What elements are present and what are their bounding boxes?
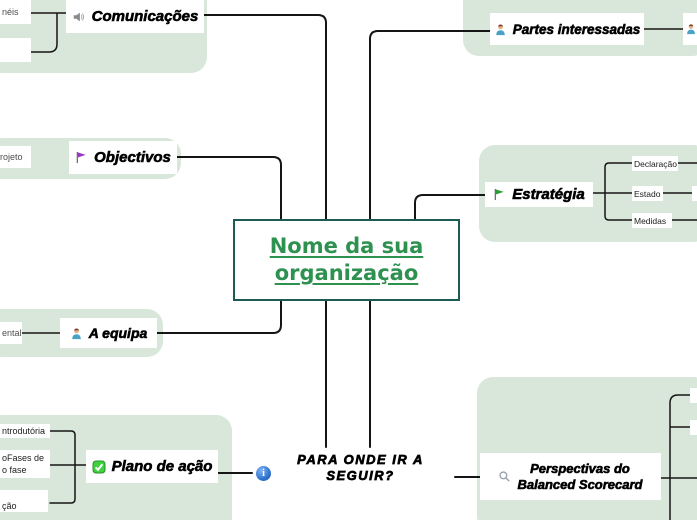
- topic-estrategia[interactable]: Estratégia: [485, 182, 593, 207]
- subtopic-plano-child-2[interactable]: oFases de o fase: [0, 450, 50, 478]
- topic-plano-de-acao[interactable]: Plano de ação: [86, 450, 218, 483]
- info-icon[interactable]: i: [256, 466, 271, 481]
- topic-perspectivas-line2: Balanced Scorecard: [517, 476, 643, 492]
- checkmark-icon: [92, 460, 106, 473]
- person-icon: [71, 327, 81, 339]
- flag-green-icon: [494, 188, 504, 201]
- person-icon: [495, 23, 505, 35]
- central-topic-nome-organizacao[interactable]: Nome da sua organização: [233, 219, 460, 301]
- subtopic-plano-child-2-line1: oFases de: [2, 453, 45, 463]
- subtopic-objectivos-child-label: projeto: [0, 152, 23, 162]
- subtopic-plano-child-3-label: ção: [2, 501, 17, 511]
- connector-estrategia-central: [414, 194, 486, 220]
- topic-objectivos-label: Objectivos: [94, 149, 171, 167]
- connector-partes-central: [369, 30, 491, 220]
- subtopic-comunicacoes-child-1-label: néis: [2, 7, 19, 17]
- topic-comunicacoes[interactable]: Comunicações: [66, 0, 204, 33]
- subtopic-medidas[interactable]: Medidas: [632, 213, 672, 228]
- topic-objectivos[interactable]: Objectivos: [69, 141, 177, 174]
- topic-equipa-label: A equipa: [88, 325, 148, 342]
- central-topic-line1: Nome da sua: [269, 234, 424, 258]
- bracket-perspectivas-children: [659, 394, 697, 520]
- topic-plano-label: Plano de ação: [111, 458, 213, 476]
- subtopic-plano-child-2-line2: o fase: [2, 465, 27, 475]
- person-icon: [687, 24, 695, 35]
- central-topic-line2: organização: [274, 261, 419, 285]
- topic-perspectivas-labels: Perspectivas do Balanced Scorecard: [517, 460, 643, 493]
- topic-estrategia-label: Estratégia: [512, 186, 585, 204]
- subtopic-objectivos-child[interactable]: projeto: [0, 146, 31, 168]
- subtopic-estado-child-fragment[interactable]: [692, 186, 697, 201]
- topic-para-onde-ir-a-seguir[interactable]: PARA ONDE IR A SEGUIR?: [283, 452, 438, 484]
- subtopic-equipa-child[interactable]: ental: [0, 322, 22, 344]
- subtopic-equipa-child-label: ental: [2, 328, 22, 338]
- topic-perspectivas-bsc[interactable]: Perspectivas do Balanced Scorecard: [480, 453, 661, 500]
- connector-objectivos-central: [175, 156, 282, 220]
- bracket-estrategia-children: [592, 162, 634, 221]
- topic-comunicacoes-label: Comunicações: [91, 8, 199, 26]
- subtopic-comunicacoes-child-2[interactable]: [0, 38, 31, 62]
- topic-partes-label: Partes interessadas: [512, 21, 641, 37]
- subtopic-estado-label: Estado: [634, 188, 661, 199]
- subtopic-declaracao[interactable]: Declaração: [632, 156, 678, 171]
- subtopic-plano-child-3[interactable]: ção: [0, 490, 48, 512]
- subtopic-perspectivas-child-fragment-2[interactable]: [690, 420, 697, 435]
- para-onde-line2: SEGUIR?: [326, 468, 395, 484]
- para-onde-line1: PARA ONDE IR A: [297, 452, 424, 468]
- bracket-comunicacoes-children: [30, 12, 69, 53]
- subtopic-plano-child-1-label: ntrodutória: [2, 426, 46, 436]
- flag-purple-icon: [76, 151, 86, 164]
- subtopic-declaracao-label: Declaração: [634, 158, 677, 169]
- subtopic-medidas-label: Medidas: [634, 215, 667, 226]
- connector-equipa-central: [156, 300, 282, 334]
- bracket-plano-children: [49, 430, 87, 504]
- subtopic-estado[interactable]: Estado: [632, 186, 663, 201]
- subtopic-comunicacoes-child-1[interactable]: néis: [0, 0, 31, 24]
- topic-partes-interessadas[interactable]: Partes interessadas: [490, 13, 644, 45]
- connector-comunicacoes-central: [202, 14, 327, 220]
- speaker-icon: [73, 12, 84, 21]
- topic-perspectivas-line1: Perspectivas do: [530, 460, 630, 476]
- subtopic-plano-child-2-label: oFases de o fase: [2, 452, 44, 476]
- subtopic-plano-child-1[interactable]: ntrodutória: [0, 424, 50, 438]
- topic-a-equipa[interactable]: A equipa: [60, 318, 157, 348]
- magnifier-icon: [499, 471, 511, 482]
- subtopic-perspectivas-child-fragment-1[interactable]: [690, 388, 697, 403]
- subtopic-partes-child[interactable]: [683, 13, 697, 45]
